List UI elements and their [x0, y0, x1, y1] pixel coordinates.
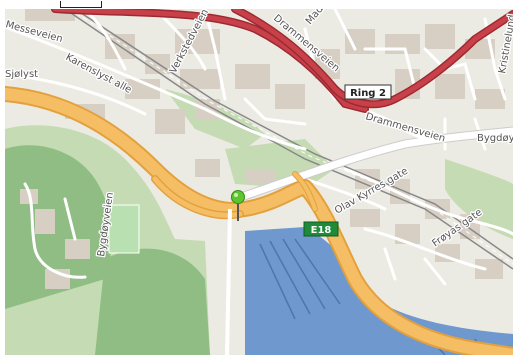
railway-dashes: [69, 9, 513, 265]
ring2-road: [51, 9, 513, 113]
bottom-border: [0, 355, 518, 358]
label-bygdoy-right: Bygdøy: [477, 133, 513, 144]
map-canvas[interactable]: Messeveien Karenslyst alle Sjølyst Verks…: [5, 9, 513, 355]
minor-roads: [5, 9, 513, 286]
sports-field: [108, 204, 140, 254]
e18-motorway: [5, 86, 513, 355]
right-border: [513, 9, 518, 355]
label-sjolyst: Sjølyst: [5, 69, 38, 80]
park-area-east: [445, 159, 513, 239]
forest-area-west: [5, 145, 112, 309]
location-pin-icon[interactable]: [231, 190, 245, 222]
top-border: [0, 0, 518, 9]
south-road: [225, 208, 232, 355]
left-border: [0, 9, 5, 355]
railway-lines: [64, 9, 513, 270]
water-body: [245, 227, 513, 355]
ring2-shield-text: Ring 2: [350, 88, 386, 99]
map-viewport[interactable]: Messeveien Karenslyst alle Sjølyst Verks…: [5, 9, 513, 355]
e18-shield-text: E18: [311, 225, 332, 236]
ring2-shield: Ring 2: [344, 84, 392, 100]
forest-area-south: [95, 248, 210, 355]
e18-shield: E18: [303, 221, 339, 237]
scale-box: [60, 1, 102, 8]
